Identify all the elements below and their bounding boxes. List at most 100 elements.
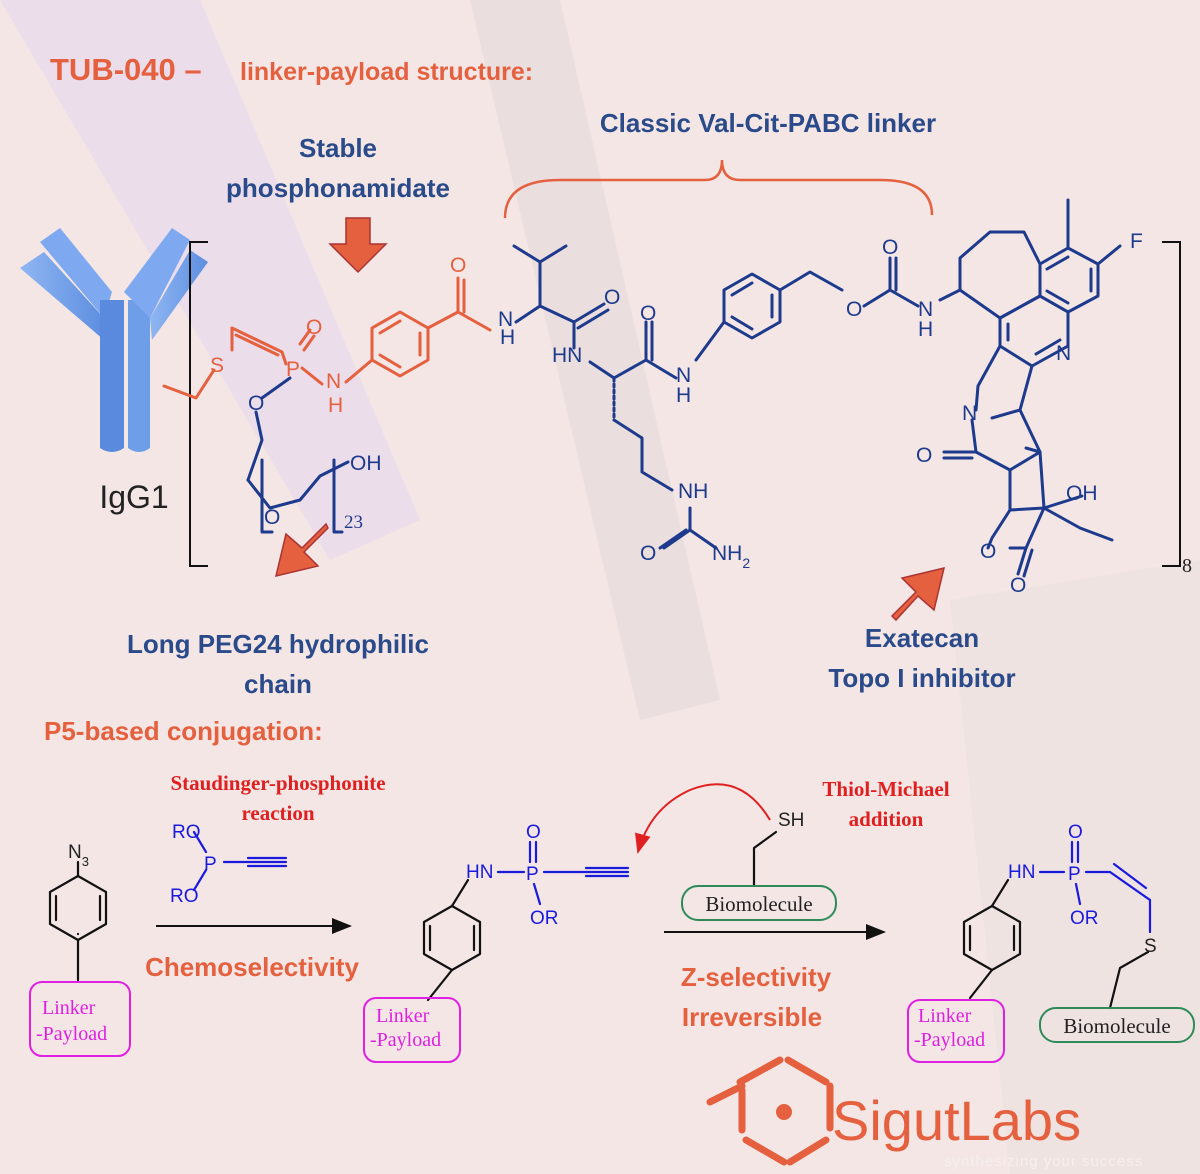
biomolecule-box-2 — [1039, 1007, 1195, 1043]
peg-oxygen: O — [264, 506, 280, 529]
phosphonamidate-fragment — [162, 276, 492, 534]
conjugation-heading: P5-based conjugation: — [44, 716, 323, 746]
urea-oxygen: O — [640, 542, 656, 565]
pyrrole-n: N — [962, 402, 977, 425]
lactam-oxygen: O — [916, 444, 932, 467]
sigutlabs-logo-icon — [706, 1056, 834, 1166]
urea-nh2: NH2 — [712, 542, 750, 571]
anilide-n: N — [676, 364, 691, 387]
linker-payload-3-line1: Linker — [918, 1005, 972, 1027]
intermediate-or: OR — [530, 908, 559, 929]
tertiary-oh: OH — [1066, 482, 1098, 505]
irreversible-label: Irreversible — [682, 1002, 822, 1032]
phosphonite-ro-bottom: RO — [170, 886, 199, 907]
amide-oxygen-2: O — [604, 286, 620, 309]
thiol-sh: SH — [778, 810, 804, 831]
exatecan-label-2: Topo I inhibitor — [828, 663, 1015, 693]
carbamate-oxygen: O — [846, 298, 862, 321]
linker-label: Classic Val-Cit-PABC linker — [600, 108, 936, 138]
linker-payload-1-line1: Linker — [42, 997, 96, 1019]
peg-hydroxyl: OH — [350, 452, 382, 475]
linker-payload-box-3 — [907, 999, 1005, 1063]
title-main: TUB-040 – — [50, 52, 202, 87]
amide-h-2: H — [500, 326, 515, 349]
peg-label-1: Long PEG24 hydrophilic — [127, 629, 429, 659]
antibody-icon — [20, 228, 208, 452]
antibody-label: IgG1 — [99, 479, 168, 515]
linker-payload-2-line2: -Payload — [370, 1029, 441, 1051]
intermediate-oxygen: O — [526, 822, 541, 843]
amide-oxygen-3: O — [640, 302, 656, 325]
linker-payload-1-line2: -Payload — [36, 1023, 107, 1045]
biomolecule-label-1: Biomolecule — [705, 892, 812, 916]
ester-oxygen: O — [248, 392, 264, 415]
right-bracket — [1162, 241, 1181, 567]
fluorine-atom: F — [1130, 230, 1143, 253]
quinoline-n: N — [1056, 342, 1071, 365]
exatecan-label-1: Exatecan — [865, 623, 979, 653]
phosphoryl-oxygen: O — [306, 316, 322, 339]
linker-payload-2-line1: Linker — [376, 1005, 430, 1027]
vinyl-thioether-product — [962, 840, 1152, 1010]
urea-nh: NH — [678, 480, 708, 503]
val-cit-pabc-fragment — [512, 244, 920, 550]
ethynyl-phosphonamidate — [422, 840, 630, 1002]
lactone-carbonyl-oxygen: O — [1010, 574, 1026, 597]
phosphonite-ro-top: RO — [172, 822, 201, 843]
chemoselectivity-label: Chemoselectivity — [145, 952, 359, 982]
amide-h-1: H — [328, 394, 343, 417]
thiol-label-1: Thiol-Michael — [822, 777, 949, 801]
product-hn: HN — [1008, 862, 1035, 883]
carbamate-n: N — [918, 298, 933, 321]
linker-brace — [503, 159, 934, 219]
dar-subscript: 8 — [1182, 555, 1192, 577]
azide-n3: N3 — [68, 842, 89, 869]
phosphonite-p: P — [204, 854, 217, 875]
exatecan-core — [938, 198, 1122, 578]
amide-oxygen-1: O — [450, 254, 466, 277]
amide-nh-1: N — [326, 370, 341, 393]
linker-payload-3-line2: -Payload — [914, 1029, 985, 1051]
logo-name: SigutLabs — [832, 1089, 1081, 1152]
title-sub: linker-payload structure: — [240, 58, 533, 86]
product-or: OR — [1070, 908, 1099, 929]
intermediate-p: P — [526, 864, 539, 885]
bg-shade-left — [0, 0, 420, 560]
biomolecule-label-2: Biomolecule — [1063, 1014, 1170, 1038]
phos-arrow — [328, 217, 388, 274]
z-selectivity-label: Z-selectivity — [681, 962, 832, 992]
thiol-attack-arrow — [635, 783, 771, 854]
bg-shade-mid — [470, 0, 720, 720]
staudinger-label-1: Staudinger-phosphonite — [170, 771, 385, 795]
thiol-chain — [752, 830, 778, 888]
amide-nh-2: N — [498, 308, 513, 331]
thiol-label-2: addition — [849, 807, 924, 831]
bg-shade-right — [950, 560, 1200, 1174]
carbamate-carbonyl-oxygen: O — [882, 236, 898, 259]
intermediate-hn: HN — [466, 862, 493, 883]
anilide-h: H — [676, 384, 691, 407]
amide-hn: HN — [552, 344, 582, 367]
product-p: P — [1068, 864, 1081, 885]
peg-arrow — [274, 522, 329, 578]
phos-label-1: Stable — [299, 133, 377, 163]
staudinger-label-2: reaction — [241, 801, 314, 825]
product-sulfur: S — [1144, 936, 1157, 957]
sulfur-atom-1: S — [210, 354, 224, 377]
linker-payload-box-1 — [29, 981, 131, 1057]
azide-reactant — [48, 860, 108, 982]
left-bracket — [189, 241, 208, 567]
phosphonite-reagent — [192, 830, 288, 892]
exatecan-arrow — [890, 566, 946, 622]
logo-tagline: synthesizing your success — [944, 1153, 1143, 1170]
linker-payload-box-2 — [363, 997, 461, 1063]
lactone-ring-oxygen: O — [980, 540, 996, 563]
phosphorus-atom-1: P — [286, 358, 300, 381]
product-oxygen: O — [1068, 822, 1083, 843]
biomolecule-box-1 — [681, 885, 837, 921]
carbamate-h: H — [918, 318, 933, 341]
peg-repeat-subscript: 23 — [344, 512, 363, 533]
phos-label-2: phosphonamidate — [226, 173, 450, 203]
peg-label-2: chain — [244, 669, 312, 699]
